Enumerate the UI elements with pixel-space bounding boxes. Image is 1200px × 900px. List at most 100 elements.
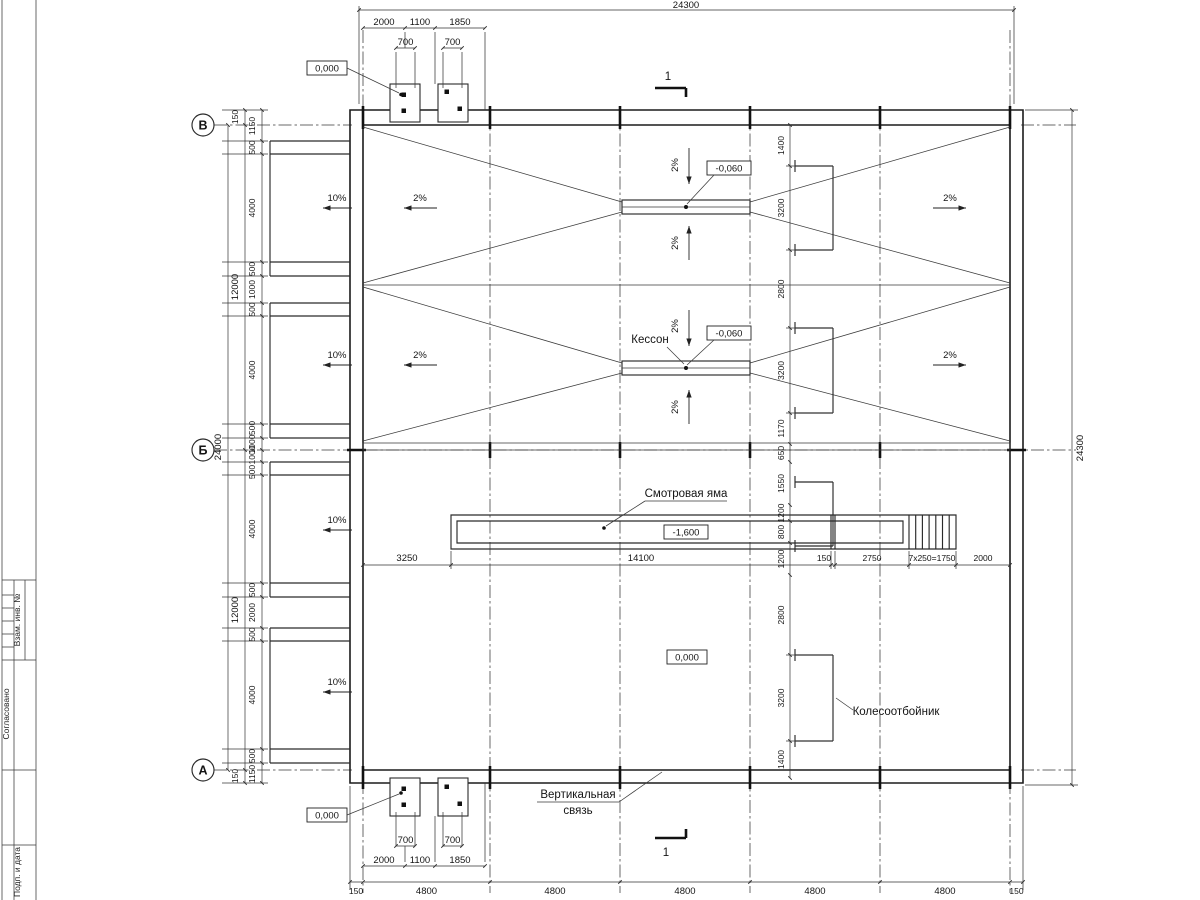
slope-caisson-2b: 2% bbox=[670, 400, 681, 414]
dim-lc-17: 1150 bbox=[247, 765, 257, 784]
callouts: Кессон Смотровая яма Колесоотбойник Верт… bbox=[537, 71, 940, 859]
label-bracing-2: связь bbox=[563, 805, 592, 817]
dim-lc-9: 1000 bbox=[247, 445, 257, 464]
elevation-zero-bottom: 0,000 bbox=[315, 811, 339, 822]
dimensions-bottom: 150 4800 4800 4800 4800 4800 150 2000 11… bbox=[347, 786, 1026, 897]
dim-bot-1850: 1850 bbox=[449, 855, 470, 866]
dim-pit-2000: 2000 bbox=[974, 553, 993, 563]
dimensions-top: 24300 2000 1100 1850 700 700 bbox=[356, 0, 1017, 104]
dim-rc-7: 1200 bbox=[776, 503, 786, 522]
axis-bubble-a bbox=[191, 758, 215, 782]
inspection-pit bbox=[450, 514, 957, 550]
dim-bot-2000: 2000 bbox=[373, 855, 394, 866]
dim-left-12000b: 12000 bbox=[230, 597, 241, 623]
dim-bot-150l: 150 bbox=[349, 886, 363, 896]
elevation-zero-center: 0,000 bbox=[675, 653, 699, 664]
dim-rc-6: 1550 bbox=[776, 474, 786, 493]
titleblock-vzam-label: Взам. инв. № bbox=[12, 594, 22, 647]
title-block-frame bbox=[1, 0, 37, 900]
dim-bot-4800-1: 4800 bbox=[416, 886, 437, 897]
base-plate bbox=[437, 777, 469, 817]
title-block: Согласовано Взам. инв. № Подп. и дата bbox=[1, 0, 37, 900]
leader-caisson-2 bbox=[686, 339, 715, 366]
dim-bot-4800-4: 4800 bbox=[804, 886, 825, 897]
dim-rc-1: 3200 bbox=[776, 198, 786, 217]
dim-top-total: 24300 bbox=[673, 0, 699, 11]
dim-top-1100: 1100 bbox=[410, 17, 430, 28]
dim-bot-4800-5: 4800 bbox=[934, 886, 955, 897]
leader-dot bbox=[602, 526, 606, 530]
base-plate bbox=[389, 83, 421, 123]
anchor-bolt bbox=[444, 89, 449, 94]
dim-lc-13: 2000 bbox=[247, 603, 257, 622]
titleblock-podp-label: Подп. и дата bbox=[12, 847, 22, 897]
slope-diagonals bbox=[362, 126, 1011, 451]
leader-wheel-stop bbox=[835, 697, 854, 711]
elevation-box bbox=[706, 160, 752, 176]
dim-pit-2750: 2750 bbox=[863, 553, 882, 563]
dim-bot-700a: 700 bbox=[398, 835, 414, 846]
ramps bbox=[269, 140, 350, 764]
dim-lc-12: 500 bbox=[247, 583, 257, 597]
leader-dot bbox=[399, 92, 403, 97]
dim-rc-11: 3200 bbox=[776, 688, 786, 707]
leader-caisson-1 bbox=[686, 174, 715, 205]
label-caisson: Кессон bbox=[631, 334, 668, 346]
slope-caisson-1b: 2% bbox=[670, 236, 681, 250]
axis-bubble-b bbox=[191, 438, 215, 462]
dim-rc-12: 1400 bbox=[776, 750, 786, 769]
section-mark-top: 1 bbox=[665, 71, 671, 83]
anchor-bolt bbox=[457, 801, 462, 806]
slope-ramp-4: 10% bbox=[327, 677, 347, 688]
elevation-pit: -1,600 bbox=[673, 528, 700, 539]
elevation-caisson-2: -0,060 bbox=[716, 329, 743, 340]
dim-left-total: 24000 bbox=[213, 434, 224, 460]
ext-lines-bottom bbox=[349, 786, 1024, 890]
dim-rc-10: 2800 bbox=[776, 605, 786, 624]
label-wheel-stop: Колесоотбойник bbox=[853, 706, 941, 718]
dim-lc-4: 1000 bbox=[247, 280, 257, 299]
elevation-marks: 0,000 0,000 0,000 -0,060 -0,060 -1,600 bbox=[306, 60, 752, 823]
anchor-bolt bbox=[401, 786, 406, 791]
dim-top-1850: 1850 bbox=[449, 17, 470, 28]
dim-left-12000a: 12000 bbox=[230, 274, 241, 300]
base-plate bbox=[389, 777, 421, 817]
dim-bot-4800-3: 4800 bbox=[674, 886, 695, 897]
dim-lc-11: 4000 bbox=[247, 519, 257, 538]
section-flag-top bbox=[655, 86, 688, 97]
anchor-bolt bbox=[401, 92, 406, 97]
dim-bot-1100: 1100 bbox=[410, 855, 430, 866]
ext-lines-pit bbox=[450, 551, 957, 569]
wheel-stop-brackets bbox=[794, 160, 834, 747]
dim-lc-15: 4000 bbox=[247, 685, 257, 704]
elevation-box bbox=[706, 325, 752, 341]
dim-rc-0: 1400 bbox=[776, 136, 786, 155]
wall-outline bbox=[349, 109, 1024, 784]
drain-trench bbox=[362, 442, 1011, 451]
slope-caisson-2a: 2% bbox=[670, 319, 681, 333]
dim-bot-700b: 700 bbox=[445, 835, 461, 846]
dim-lc-1: 500 bbox=[247, 140, 257, 154]
dim-bot-150r: 150 bbox=[1009, 886, 1023, 896]
ext-lines-top bbox=[358, 6, 1015, 104]
anchor-bolt bbox=[457, 106, 462, 111]
anchor-bolt bbox=[401, 108, 406, 113]
dim-lc-0: 1150 bbox=[247, 117, 257, 136]
leader-dot bbox=[399, 791, 403, 795]
ramp-blocks bbox=[269, 140, 350, 764]
wheel-stops bbox=[794, 160, 834, 747]
label-bracing-1: Вертикальная bbox=[540, 789, 615, 801]
dimensions-left: 1150 500 4000 500 1000 500 4000 500 1000… bbox=[213, 107, 268, 786]
slope-ramp-2: 10% bbox=[327, 350, 347, 361]
dim-rc-8: 800 bbox=[776, 525, 786, 539]
dim-lc-7: 500 bbox=[247, 421, 257, 435]
dim-bot-4800-2: 4800 bbox=[544, 886, 565, 897]
dim-pit-3250: 3250 bbox=[396, 553, 417, 564]
leader-inspection-pit bbox=[605, 500, 727, 527]
slope-marks: 10% 10% 10% 10% 2% 2% 2% 2% 2% 2% 2% 2% bbox=[323, 148, 966, 695]
dimensions-right: 24300 1400 3200 2800 3200 1170 650 1550 … bbox=[776, 107, 1086, 788]
slope-floor-1: 2% bbox=[413, 193, 427, 204]
axis-label-v: В bbox=[198, 119, 207, 133]
